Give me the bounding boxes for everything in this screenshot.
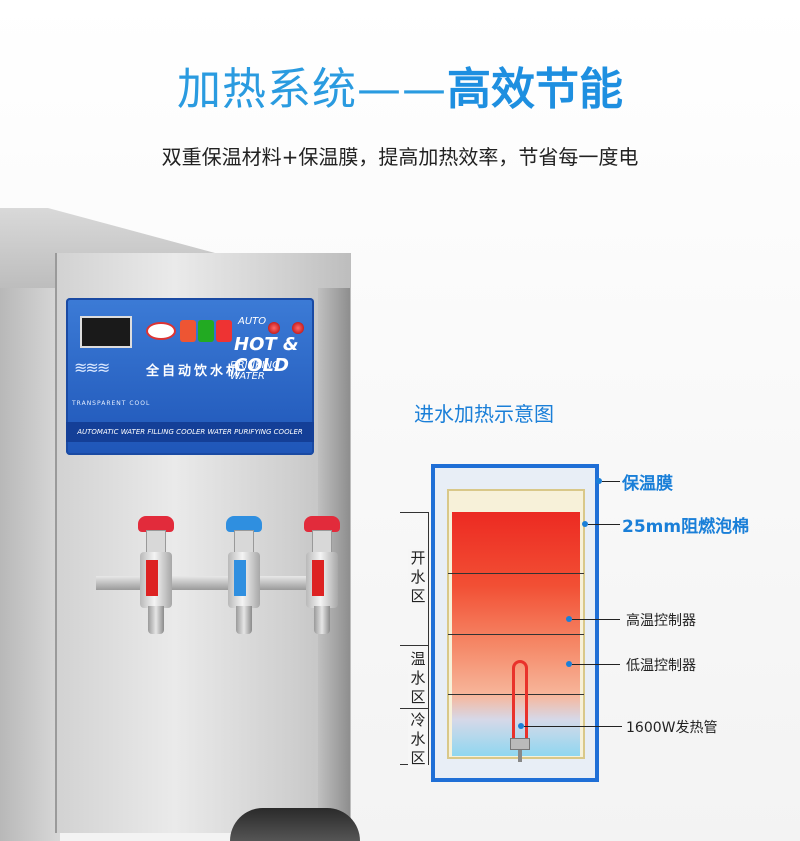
callout-leader bbox=[572, 664, 620, 665]
faucet-nozzle bbox=[314, 606, 330, 634]
faucet-pipe bbox=[96, 576, 336, 590]
faucet-warm bbox=[224, 516, 264, 636]
callout-dot bbox=[566, 661, 572, 667]
panel-chinese-name: 全自动饮水机 bbox=[146, 364, 243, 379]
callout-leader bbox=[602, 481, 620, 482]
zone-tick bbox=[400, 512, 429, 513]
heating-element bbox=[512, 660, 528, 740]
water-dispenser-illustration: AUTO HOT & COLD ≋≋≋ 全自动饮水机 DRINKING WATE… bbox=[0, 208, 360, 841]
heater-pin bbox=[518, 750, 522, 762]
panel-drinking-water: DRINKING WATER bbox=[230, 360, 280, 382]
display-screen bbox=[80, 316, 132, 348]
indicator-icon bbox=[216, 320, 232, 342]
zone-divider bbox=[448, 694, 584, 695]
faucet-handle bbox=[304, 516, 340, 532]
callout-dot bbox=[582, 521, 588, 527]
panel-auto-label: AUTO bbox=[238, 316, 267, 327]
zone-bracket bbox=[428, 512, 429, 764]
callout-high-ctrl: 高温控制器 bbox=[626, 613, 696, 629]
callout-leader bbox=[524, 726, 622, 727]
indicator-icon bbox=[198, 320, 214, 342]
zone-tick bbox=[400, 645, 429, 646]
callout-foam: 25mm阻燃泡棉 bbox=[622, 517, 750, 537]
wave-icon: ≋≋≋ bbox=[74, 358, 110, 377]
heating-tube-icon bbox=[510, 660, 530, 764]
brand-logo bbox=[146, 322, 176, 340]
callout-low-ctrl: 低温控制器 bbox=[626, 658, 696, 674]
faucet-label bbox=[234, 560, 246, 596]
zone-cold: 冷水区 bbox=[408, 711, 428, 768]
faucet-label bbox=[146, 560, 158, 596]
callout-leader bbox=[572, 619, 620, 620]
indicator-light-icon bbox=[268, 322, 280, 334]
faucet-hot bbox=[136, 516, 176, 636]
callout-leader bbox=[588, 524, 620, 525]
callout-heater: 1600W发热管 bbox=[626, 720, 718, 736]
faucet-hot-2 bbox=[302, 516, 342, 636]
faucet-stem bbox=[312, 530, 332, 554]
diagram-title: 进水加热示意图 bbox=[414, 402, 554, 426]
subtitle: 双重保温材料+保温膜，提高加热效率，节省每一度电 bbox=[161, 145, 639, 169]
faucet-label bbox=[312, 560, 324, 596]
callout-dot bbox=[518, 723, 524, 729]
zone-divider bbox=[448, 634, 584, 635]
faucet-nozzle bbox=[148, 606, 164, 634]
faucet-stem bbox=[146, 530, 166, 554]
cabinet-side bbox=[0, 238, 60, 841]
callout-dot bbox=[596, 478, 602, 484]
faucet-handle bbox=[226, 516, 262, 532]
heater-cap bbox=[510, 738, 530, 750]
callout-dot bbox=[566, 616, 572, 622]
headline-bold: 高效节能 bbox=[447, 64, 623, 115]
headline: 加热系统——高效节能 bbox=[0, 62, 800, 118]
control-panel: AUTO HOT & COLD ≋≋≋ 全自动饮水机 DRINKING WATE… bbox=[66, 298, 314, 455]
faucet-nozzle bbox=[236, 606, 252, 634]
indicator-light-icon bbox=[292, 322, 304, 334]
zone-boiling: 开水区 bbox=[408, 549, 428, 606]
panel-transparent-cool: TRANSPARENT COOL bbox=[72, 400, 151, 407]
panel-band-text: AUTOMATIC WATER FILLING COOLER WATER PUR… bbox=[66, 422, 314, 442]
faucet-stem bbox=[234, 530, 254, 554]
faucet-handle bbox=[138, 516, 174, 532]
headline-light: 加热系统—— bbox=[177, 64, 447, 115]
zone-warm: 温水区 bbox=[408, 650, 428, 707]
indicator-icon bbox=[180, 320, 196, 342]
callout-film: 保温膜 bbox=[622, 474, 673, 494]
zone-tick bbox=[400, 708, 429, 709]
panel-hot-cold-label: HOT & COLD bbox=[234, 334, 299, 376]
zone-divider bbox=[448, 573, 584, 574]
drip-tray bbox=[230, 808, 360, 841]
